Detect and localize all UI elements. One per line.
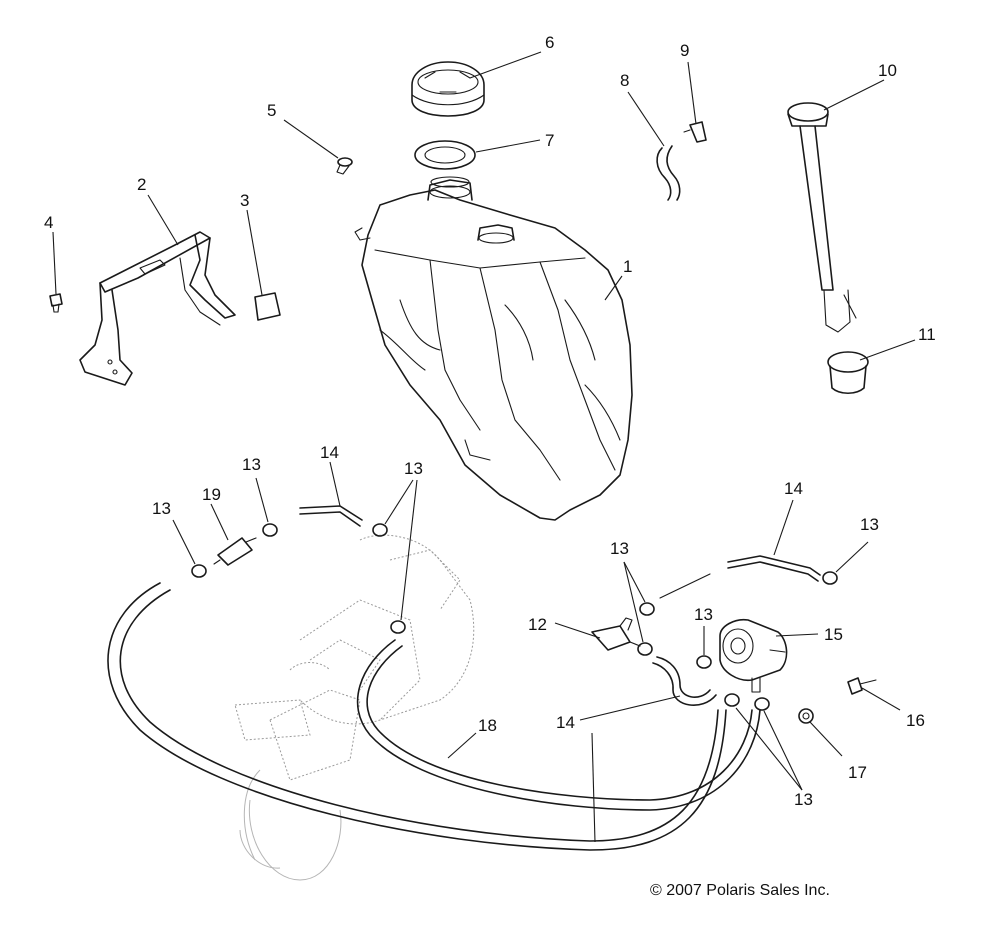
- fuel-tank: [354, 176, 633, 521]
- hose-clamps: [191, 523, 838, 711]
- callout-13c: 13: [404, 459, 423, 478]
- callout-4: 4: [44, 213, 53, 232]
- cap-gasket: [414, 140, 476, 170]
- callout-18: 18: [478, 716, 497, 735]
- callout-16: 16: [906, 711, 925, 730]
- pump-bolt: [847, 677, 877, 695]
- callout-labels: 1 2 3 4 5 6 7 8 9 10 11 12 13 13 13 13 1…: [44, 33, 936, 809]
- callout-13g: 13: [794, 790, 813, 809]
- callout-7: 7: [545, 131, 554, 150]
- callout-13d: 13: [610, 539, 629, 558]
- callout-14c: 14: [556, 713, 575, 732]
- callout-13a: 13: [152, 499, 171, 518]
- callout-17: 17: [848, 763, 867, 782]
- callout-19: 19: [202, 485, 221, 504]
- callout-13b: 13: [242, 455, 261, 474]
- fuel-sender: [787, 102, 857, 333]
- callout-14a: 14: [320, 443, 339, 462]
- callout-14b: 14: [784, 479, 803, 498]
- return-hose: [107, 582, 761, 851]
- small-bolt: [336, 157, 353, 175]
- callout-11: 11: [918, 325, 936, 344]
- callout-3: 3: [240, 191, 249, 210]
- callout-1: 1: [623, 257, 632, 276]
- fuel-pump: [719, 618, 788, 693]
- callout-12: 12: [528, 615, 547, 634]
- callout-13e: 13: [694, 605, 713, 624]
- callout-10: 10: [878, 61, 897, 80]
- callout-6: 6: [545, 33, 554, 52]
- vent-hose: [656, 145, 681, 201]
- callout-5: 5: [267, 101, 276, 120]
- copyright-notice: © 2007 Polaris Sales Inc.: [650, 882, 830, 899]
- pump-nut: [798, 708, 814, 724]
- bracket-bolt: [49, 293, 63, 313]
- sender-grommet: [827, 351, 869, 395]
- callout-15: 15: [824, 625, 843, 644]
- callout-13f: 13: [860, 515, 879, 534]
- fuel-cap: [411, 61, 485, 117]
- tee-fitting: [591, 617, 641, 651]
- leader-lines: [52, 51, 916, 843]
- callout-9: 9: [680, 41, 689, 60]
- ghost-frame-background: [234, 534, 475, 881]
- vent-fitting: [683, 121, 707, 143]
- inline-filter: [213, 537, 257, 566]
- tank-bracket: [79, 231, 236, 386]
- rubber-pad: [254, 292, 281, 321]
- callout-2: 2: [137, 175, 146, 194]
- callout-8: 8: [620, 71, 629, 90]
